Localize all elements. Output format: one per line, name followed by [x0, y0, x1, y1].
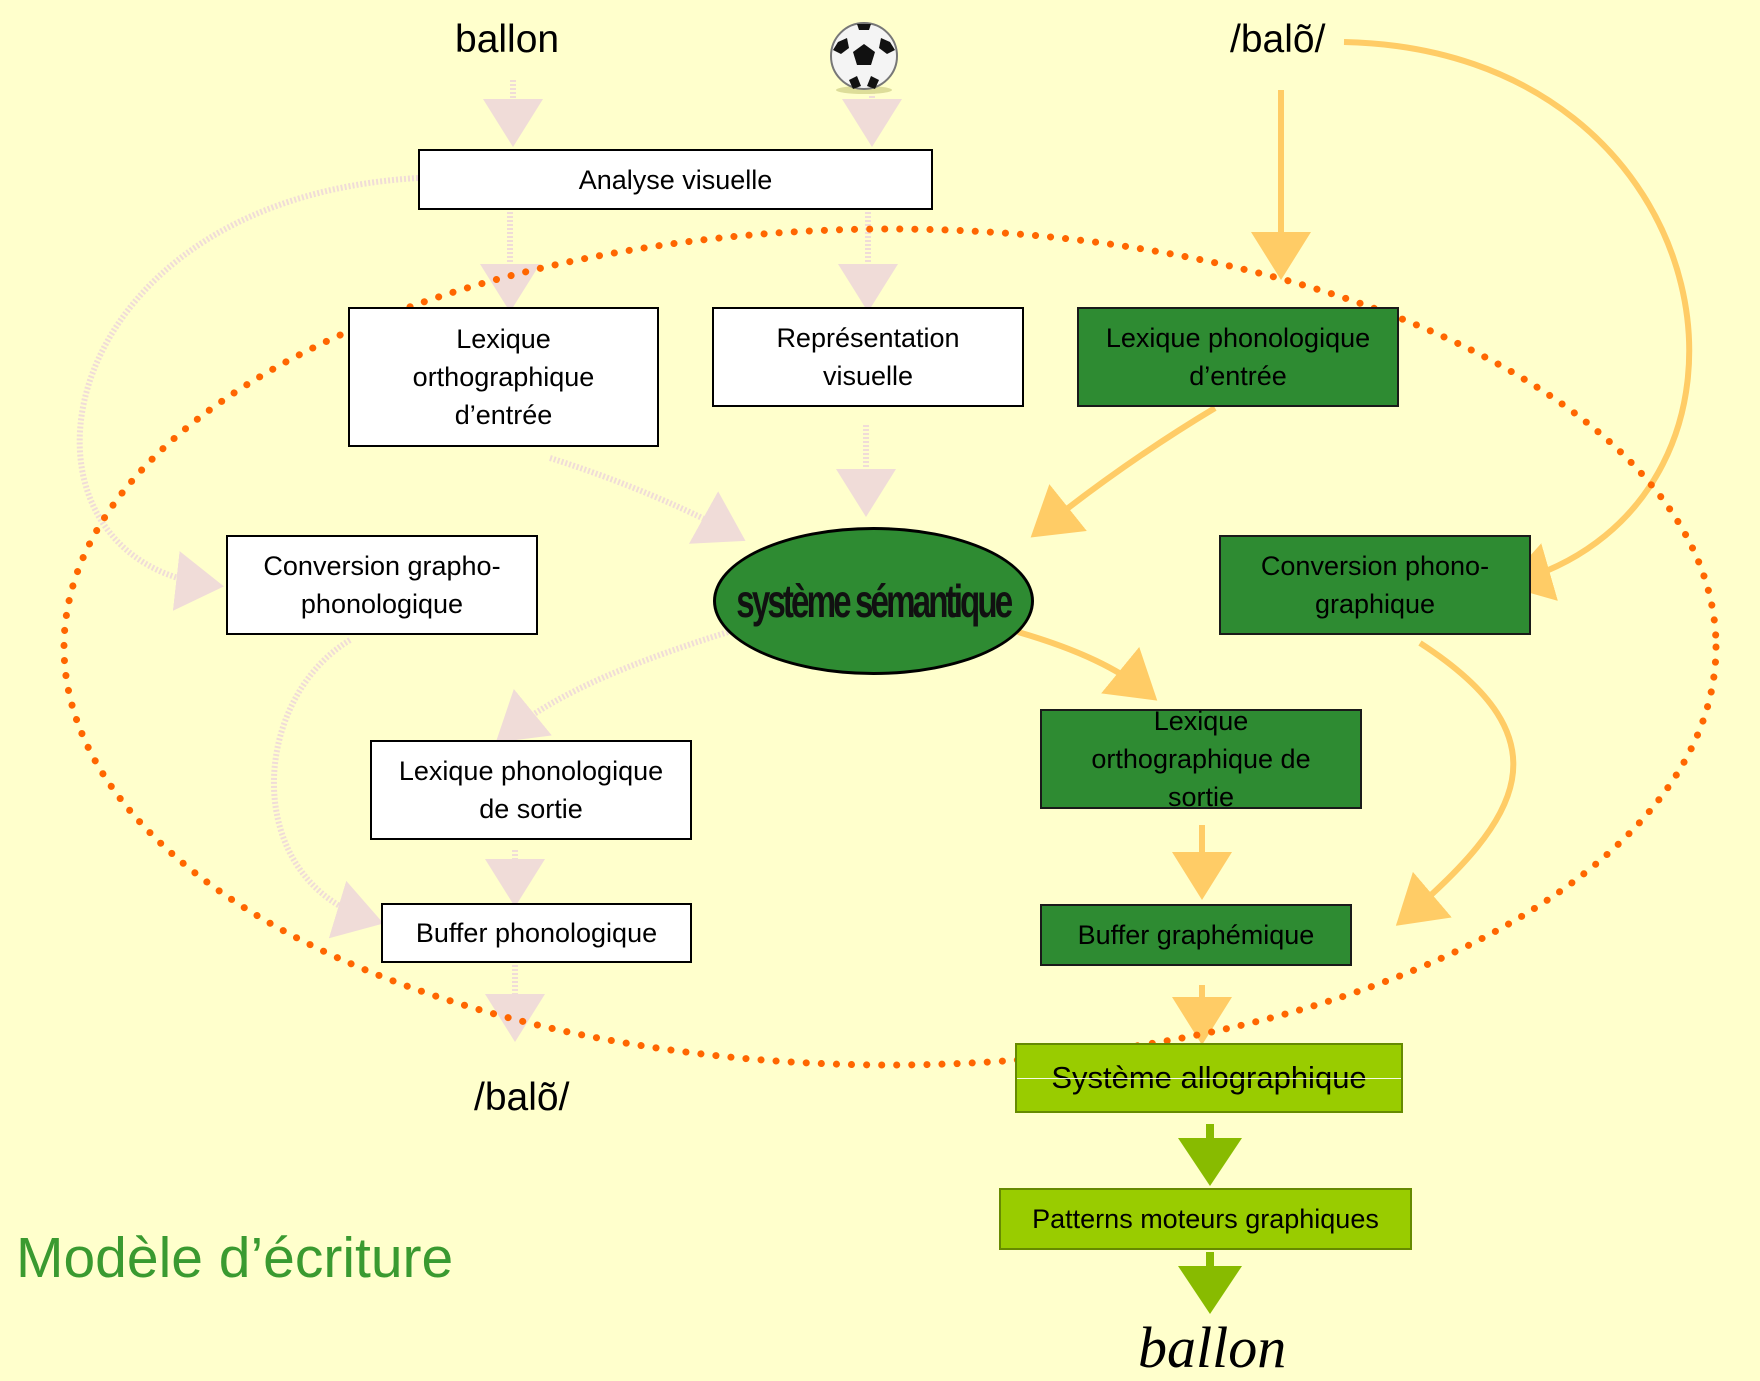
arrow-phono-lexicon-to-semantic: [1030, 405, 1217, 538]
box-ortho-output-lexicon: Lexique orthographique de sortie: [1040, 706, 1362, 812]
arrow-semantic-to-ortho-output-lexicon: [1017, 629, 1158, 701]
box-graphemic-buffer: Buffer graphémique: [1040, 904, 1352, 966]
inactive-pathways: [76, 80, 902, 1042]
box-phono-buffer: Buffer phonologique: [381, 903, 692, 963]
box-motor-patterns: Patterns moteurs graphiques: [999, 1188, 1412, 1250]
output-written-word: ballon: [1138, 1315, 1287, 1380]
semantic-system-node: système sémantique: [713, 527, 1034, 675]
input-written-word: ballon: [455, 18, 560, 61]
output-spoken-word: /balõ/: [474, 1076, 570, 1119]
box-visual-analysis: Analyse visuelle: [418, 149, 933, 210]
semantic-system-label: système sémantique: [736, 575, 1014, 627]
arrow-semantic-to-phono-output-lexicon: [495, 629, 729, 743]
lexical-route-ellipse: [60, 225, 1720, 1069]
box-allographic-system: Système allographique: [1015, 1043, 1403, 1113]
arrow-visual-analysis-to-grapho-conversion: [76, 175, 419, 611]
arrow-spoken-input-to-phono-grapho-conversion: [1343, 39, 1693, 601]
box-phono-input-lexicon: Lexique phonologique d’entrée: [1077, 307, 1399, 407]
diagram-title: Modèle d’écriture: [16, 1226, 454, 1290]
arrow-ortho-lexicon-to-semantic: [549, 455, 746, 544]
box-ortho-input-lexicon: Lexique orthographique d’entrée: [348, 307, 659, 447]
allographic-system-label: Système allographique: [1051, 1060, 1367, 1095]
soccer-ball-icon: [830, 22, 898, 94]
active-pathways: [1017, 39, 1693, 1045]
box-visual-representation: Représentation visuelle: [712, 307, 1024, 407]
box-phono-output-lexicon: Lexique phonologique de sortie: [370, 740, 692, 840]
box-phono-grapho-conversion: Conversion phono-graphique: [1219, 535, 1531, 635]
arrow-grapho-conversion-to-phono-buffer: [270, 637, 384, 939]
arrow-phono-grapho-conversion-to-graphemic-buffer: [1395, 640, 1517, 926]
input-spoken-word: /balõ/: [1230, 18, 1326, 61]
box-grapho-phono-conversion: Conversion grapho-phonologique: [226, 535, 538, 635]
